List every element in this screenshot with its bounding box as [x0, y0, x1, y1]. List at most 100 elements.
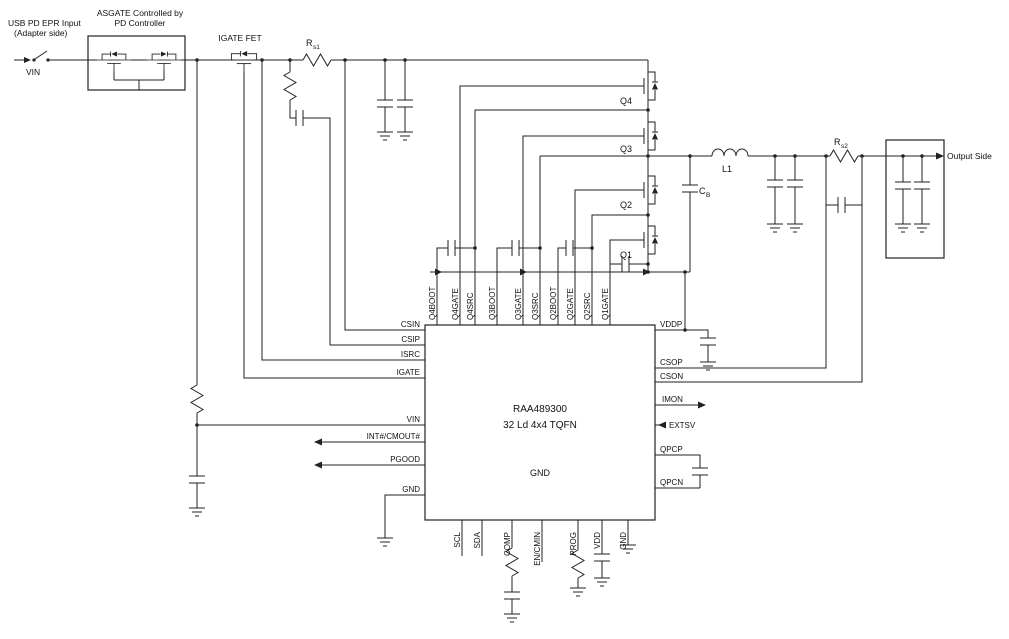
ground-symbol: [569, 587, 587, 597]
wire-net: [14, 50, 936, 614]
igate-mosfet: [225, 50, 263, 72]
ic-pin-csop: CSOP: [660, 358, 683, 367]
cap-comp: [503, 591, 521, 600]
ground-symbol: [188, 507, 206, 517]
ic-pin-q3gate: Q3GATE: [514, 288, 523, 320]
output-arrow-icon: [936, 152, 944, 160]
cap-output-2: [786, 179, 804, 188]
ground-symbol: [894, 223, 912, 233]
rs1-label-sub: s1: [313, 44, 320, 51]
ic-pad-label: GND: [530, 468, 551, 478]
ground-symbol: [766, 223, 784, 233]
ic-pin-igate: IGATE: [397, 368, 420, 377]
asgate-mosfet-right: [146, 51, 182, 71]
input-vin-label: VIN: [26, 67, 40, 77]
ic-package: 32 Ld 4x4 TQFN: [503, 420, 577, 431]
ground-symbol: [699, 361, 717, 371]
igate-fet-label: IGATE FET: [218, 33, 261, 43]
ground-symbol: [396, 131, 414, 141]
input-switch-contact: [32, 58, 36, 62]
ground-symbol: [786, 223, 804, 233]
mosfet-q1: [635, 219, 659, 261]
ic-pin-qpcn: QPCN: [660, 478, 683, 487]
rs2-label-sub: s2: [841, 143, 848, 150]
ic-pin-csip: CSIP: [401, 335, 420, 344]
junction-dots: [195, 58, 924, 427]
bus-arrow-icon-1: [435, 268, 442, 276]
resistor-vin-filter: [190, 384, 204, 414]
cap-rs1-filter: [295, 109, 304, 127]
ic-pin-prog: PROG: [569, 532, 578, 556]
ic-pin-q2gate: Q2GATE: [566, 288, 575, 320]
ic-pin-vdd: VDD: [593, 532, 602, 549]
cap-cb: [681, 184, 699, 193]
imon-arrow-icon: [698, 401, 706, 409]
ic-pin-q4src: Q4SRC: [466, 292, 475, 320]
output-side-box: [885, 139, 945, 259]
ic-pin-qpcp: QPCP: [660, 445, 683, 454]
ic-pin-extsv: EXTSV: [669, 421, 696, 430]
ic-pin-q3boot: Q3BOOT: [488, 287, 497, 320]
bus-arrow-icon-2: [520, 268, 527, 276]
ic-pin-scl: SCL: [453, 531, 462, 547]
mosfet-q2: [635, 169, 659, 211]
cap-load-1: [894, 181, 912, 190]
ic-pin-q4gate: Q4GATE: [451, 288, 460, 320]
ic-pin-vddp: VDDP: [660, 320, 682, 329]
mosfet-q3: [635, 115, 659, 157]
q1-label: Q1: [620, 250, 632, 260]
ic-pin-cson: CSON: [660, 372, 683, 381]
cap-sense-filter: [837, 196, 846, 214]
ic-pin-int-cmout: INT#/CMOUT#: [367, 432, 421, 441]
cap-load-2: [913, 181, 931, 190]
mosfet-q4: [635, 65, 659, 107]
cap-boot-q3: [511, 239, 520, 257]
ground-symbol: [593, 577, 611, 587]
rs1-label: R: [306, 38, 313, 48]
ground-symbol: [913, 223, 931, 233]
input-title-line1: USB PD EPR Input: [8, 18, 81, 28]
ic-pin-gnd-left: GND: [402, 485, 420, 494]
cap-qpc: [691, 467, 709, 476]
ic-pin-isrc: ISRC: [401, 350, 420, 359]
cap-input-1: [376, 99, 394, 108]
int-cmout-arrow-icon: [314, 438, 322, 446]
cb-label: C: [699, 186, 706, 196]
resistor-rs1: [302, 53, 332, 67]
ic-pin-vin: VIN: [407, 415, 421, 424]
rs2-label: R: [834, 137, 841, 147]
input-switch-contact2: [46, 58, 50, 62]
l1-label: L1: [722, 164, 732, 174]
cap-vdd: [593, 553, 611, 562]
ic-pin-q2src: Q2SRC: [583, 292, 592, 320]
ground-symbol: [376, 131, 394, 141]
ic-pin-pgood: PGOOD: [390, 455, 420, 464]
ic-pin-sda: SDA: [473, 531, 482, 548]
ic-name: RAA489300: [513, 404, 567, 415]
ic-pin-q2boot: Q2BOOT: [549, 287, 558, 320]
ic-pin-q1gate: Q1GATE: [601, 288, 610, 320]
cap-vddp: [699, 337, 717, 346]
q4-label: Q4: [620, 96, 632, 106]
inductor-l1: [711, 148, 749, 157]
ic-pin-imon: IMON: [662, 395, 683, 404]
cap-output-1: [766, 179, 784, 188]
ic-pin-comp: COMP: [503, 532, 512, 556]
q2-label: Q2: [620, 200, 632, 210]
resistor-rs1-filter: [283, 71, 297, 101]
cb-label-sub: B: [706, 192, 710, 199]
ic-body: [424, 324, 656, 521]
asgate-caption-line2: PD Controller: [114, 18, 165, 28]
input-arrow-icon: [24, 57, 31, 63]
asgate-mosfet-left: [96, 51, 132, 71]
ic-pin-csin: CSIN: [401, 320, 420, 329]
output-side-label: Output Side: [947, 151, 992, 161]
asgate-fet-box: [87, 35, 186, 91]
cap-boot-q2: [565, 239, 574, 257]
q3-label: Q3: [620, 144, 632, 154]
input-title-line2: (Adapter side): [14, 28, 68, 38]
cap-boot-q4: [447, 239, 456, 257]
ground-symbol: [503, 613, 521, 623]
